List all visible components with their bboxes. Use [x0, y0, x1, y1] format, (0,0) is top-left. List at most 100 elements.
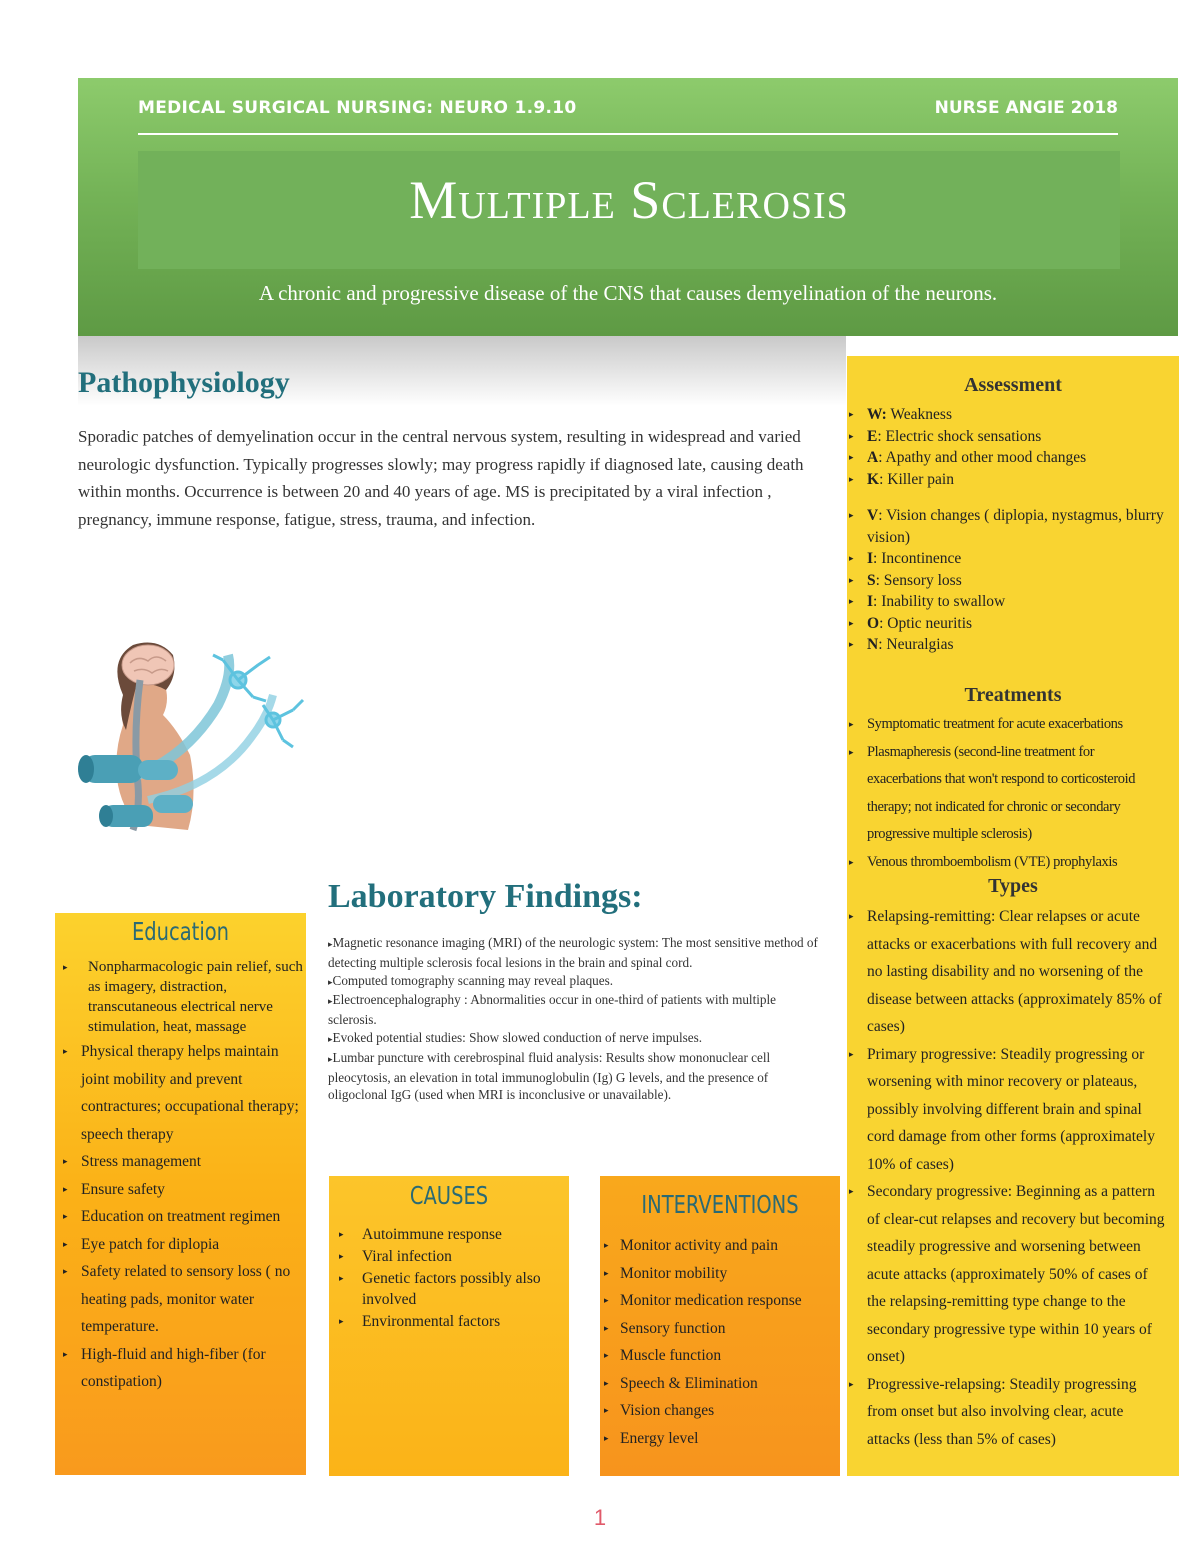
list-item: ▸Genetic factors possibly also involved [339, 1269, 541, 1309]
list-item: ▸Education on treatment regimen [63, 1203, 303, 1231]
list-item: ▸Environmental factors [339, 1311, 564, 1333]
arrow-bullet-icon: ▸ [849, 473, 854, 484]
arrow-bullet-icon: ▸ [63, 1211, 68, 1221]
assessment-heading: Assessment [964, 374, 1062, 396]
list-item: ▸Monitor medication response [604, 1287, 840, 1315]
list-item: ▸N: Neuralgias [847, 634, 1165, 656]
list-item: ▸Computed tomography scanning may reveal… [328, 972, 614, 988]
interventions-heading: INTERVENTIONS [641, 1190, 799, 1219]
list-item: ▸Relapsing-remitting: Clear relapses or … [847, 903, 1165, 1041]
laboratory-heading: Laboratory Findings: [328, 878, 643, 915]
list-item: ▸Lumbar puncture with cerebrospinal flui… [328, 1049, 771, 1103]
assessment-panel: Assessment ▸W: Weakness ▸E: Electric sho… [847, 356, 1179, 1476]
list-item: ▸Speech & Elimination [604, 1370, 840, 1398]
arrow-bullet-icon: ▸ [328, 939, 333, 949]
education-heading: Education [131, 917, 230, 946]
header-banner: MEDICAL SURGICAL NURSING: NEURO 1.9.10 N… [78, 78, 1178, 336]
arrow-bullet-icon: ▸ [849, 596, 854, 606]
list-item: ▸Magnetic resonance imaging (MRI) of the… [328, 935, 818, 970]
list-item: ▸Physical therapy helps maintain joint m… [63, 1038, 303, 1148]
arrow-bullet-icon: ▸ [849, 911, 854, 921]
list-item: ▸Sensory function [604, 1315, 840, 1343]
arrow-bullet-icon: ▸ [849, 510, 854, 520]
pathophysiology-heading: Pathophysiology [78, 366, 290, 399]
education-list: ▸Nonpharmacologic pain relief, such as i… [63, 957, 303, 1396]
list-item: ▸A: Apathy and other mood changes [847, 447, 1165, 469]
arrow-bullet-icon: ▸ [849, 409, 854, 419]
causes-heading: CAUSES [409, 1181, 489, 1210]
arrow-bullet-icon: ▸ [849, 856, 854, 867]
neuron-illustration [78, 642, 305, 832]
arrow-bullet-icon: ▸ [63, 1156, 68, 1166]
list-item: ▸Evoked potential studies: Show slowed c… [328, 1029, 703, 1045]
list-item: ▸Muscle function [604, 1342, 840, 1370]
arrow-bullet-icon: ▸ [849, 430, 854, 441]
causes-box: CAUSES ▸Autoimmune response ▸Viral infec… [329, 1176, 569, 1476]
list-item: ▸Secondary progressive: Beginning as a p… [847, 1178, 1165, 1371]
arrow-bullet-icon: ▸ [849, 1186, 854, 1196]
arrow-bullet-icon: ▸ [63, 1046, 68, 1056]
list-item: ▸Symptomatic treatment for acute exacerb… [847, 711, 1165, 739]
list-item: ▸Electroencephalography : Abnormalities … [328, 992, 777, 1028]
author-label: NURSE ANGIE 2018 [934, 98, 1118, 118]
list-item: ▸W: Weakness [847, 404, 1165, 426]
arrow-bullet-icon: ▸ [849, 617, 854, 628]
types-list: ▸Relapsing-remitting: Clear relapses or … [847, 903, 1165, 1453]
arrow-bullet-icon: ▸ [849, 1378, 854, 1389]
laboratory-list: ▸Magnetic resonance imaging (MRI) of the… [328, 934, 818, 1104]
arrow-bullet-icon: ▸ [604, 1267, 609, 1278]
arrow-bullet-icon: ▸ [63, 1348, 68, 1359]
list-item: ▸Autoimmune response [339, 1224, 564, 1246]
arrow-bullet-icon: ▸ [849, 639, 854, 649]
page-number: 1 [593, 1505, 607, 1530]
arrow-bullet-icon: ▸ [339, 1316, 344, 1327]
arrow-bullet-icon: ▸ [328, 1053, 333, 1064]
list-item: ▸Monitor activity and pain [604, 1232, 840, 1260]
arrow-bullet-icon: ▸ [849, 746, 854, 757]
arrow-bullet-icon: ▸ [339, 1272, 344, 1283]
arrow-bullet-icon: ▸ [849, 553, 854, 563]
header-divider [138, 133, 1118, 135]
pathophysiology-text: Sporadic patches of demyelination occur … [78, 427, 804, 529]
treatments-heading: Treatments [964, 684, 1062, 706]
arrow-bullet-icon: ▸ [339, 1250, 344, 1261]
header-shadow [78, 336, 846, 406]
list-item: ▸Progressive-relapsing: Steadily progres… [847, 1371, 1165, 1454]
list-item: ▸Safety related to sensory loss ( no hea… [63, 1258, 303, 1341]
arrow-bullet-icon: ▸ [849, 719, 854, 729]
course-title: MEDICAL SURGICAL NURSING: NEURO 1.9.10 [138, 98, 577, 118]
arrow-bullet-icon: ▸ [849, 452, 854, 462]
list-item: ▸I: Incontinence [847, 548, 1165, 570]
arrow-bullet-icon: ▸ [63, 962, 68, 972]
list-item: ▸Stress management [63, 1148, 303, 1176]
arrow-bullet-icon: ▸ [849, 1048, 854, 1059]
list-item: ▸S: Sensory loss [847, 570, 1165, 592]
list-item: ▸Nonpharmacologic pain relief, such as i… [63, 959, 303, 1035]
arrow-bullet-icon: ▸ [604, 1377, 609, 1388]
arrow-bullet-icon: ▸ [604, 1295, 609, 1305]
title-box: Multiple Sclerosis [138, 151, 1120, 269]
arrow-bullet-icon: ▸ [328, 996, 333, 1007]
list-item: ▸Primary progressive: Steadily progressi… [847, 1041, 1165, 1179]
list-item: ▸Plasmapheresis (second-line treatment f… [847, 739, 1165, 849]
interventions-box: INTERVENTIONS ▸Monitor activity and pain… [600, 1176, 840, 1476]
arrow-bullet-icon: ▸ [339, 1229, 344, 1239]
arrow-bullet-icon: ▸ [604, 1350, 609, 1360]
types-heading: Types [988, 875, 1038, 897]
list-item: ▸Energy level [604, 1425, 840, 1453]
list-item: ▸E: Electric shock sensations [847, 426, 1165, 448]
causes-list: ▸Autoimmune response ▸Viral infection ▸G… [339, 1224, 564, 1333]
arrow-bullet-icon: ▸ [63, 1238, 68, 1249]
arrow-bullet-icon: ▸ [63, 1183, 68, 1194]
arrow-bullet-icon: ▸ [328, 976, 333, 987]
arrow-bullet-icon: ▸ [849, 574, 854, 585]
interventions-list: ▸Monitor activity and pain ▸Monitor mobi… [604, 1232, 840, 1452]
list-spacer [847, 490, 1165, 505]
arrow-bullet-icon: ▸ [604, 1322, 609, 1333]
page-subtitle: A chronic and progressive disease of the… [258, 281, 998, 305]
list-item: ▸High-fluid and high-fiber (for constipa… [63, 1341, 303, 1396]
arrow-bullet-icon: ▸ [604, 1432, 609, 1443]
list-item: ▸O: Optic neuritis [847, 613, 1165, 635]
arrow-bullet-icon: ▸ [604, 1405, 609, 1415]
education-box: Education ▸Nonpharmacologic pain relief,… [55, 913, 306, 1475]
